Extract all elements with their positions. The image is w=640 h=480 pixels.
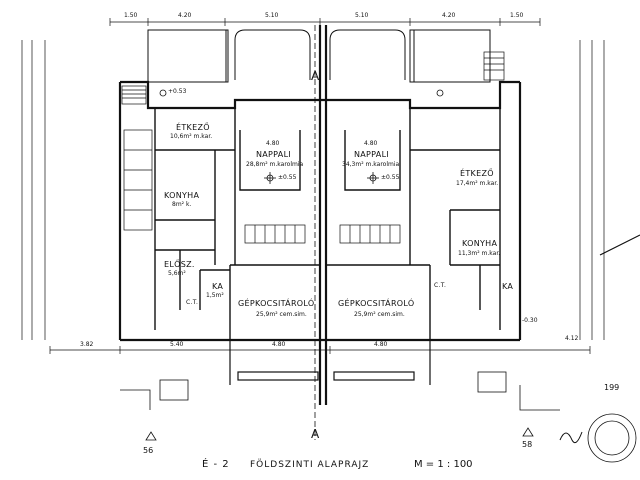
room-area-dining-left: 10,6m² m.kar. [170, 133, 213, 140]
room-name-living-right: NAPPALI [354, 150, 389, 159]
stairs [121, 51, 505, 244]
room-name-bath-right: KA [502, 282, 514, 291]
sheet-code: É - 2 [202, 459, 230, 470]
room-area-garage-right: 25,9m² cem.sim. [354, 311, 405, 318]
lot-marker-right [522, 427, 534, 437]
dim-top-left-2: 4.20 [178, 12, 192, 19]
room-area-living-left: 28,8m² m.karolmia [246, 161, 304, 168]
dim-top-left-1: 1.50 [124, 12, 138, 19]
garage-doors [229, 340, 431, 385]
interior-walls-right [326, 108, 501, 340]
signature [559, 431, 583, 444]
level-markers [159, 89, 444, 184]
room-name-storage-right: C.T. [434, 282, 447, 289]
dim-top-right-2: 1.50 [510, 12, 524, 19]
lot-number-left: 56 [143, 446, 154, 455]
room-name-dining-right: ÉTKEZŐ [460, 169, 494, 178]
dim-top-right: 4.20 [442, 12, 456, 19]
interior-walls-left [154, 108, 320, 340]
room-area-kitchen-left: 8m² k. [172, 201, 192, 208]
room-name-storage-left: C.T. [186, 299, 199, 306]
room-name-living-left: NAPPALI [256, 150, 291, 159]
dim-bottom-garage-right: 4.80 [374, 341, 388, 348]
approval-stamp [587, 413, 637, 463]
section-marker-bottom: A [311, 427, 320, 441]
room-name-garage-right: GÉPKOCSITÁROLÓ [338, 299, 415, 308]
room-name-hall-left: ELŐSZ. [164, 260, 195, 269]
outer-walls [118, 25, 522, 405]
level-garage: -0.30 [522, 317, 538, 324]
room-name-kitchen-left: KONYHA [164, 191, 200, 200]
room-area-kitchen-right: 11,3m² m.kar. [458, 250, 501, 257]
level-left: ±0.55 [278, 174, 297, 181]
room-name-dining-left: ÉTKEZŐ [176, 123, 210, 132]
drawing-scale: M = 1 : 100 [414, 459, 473, 470]
dim-bottom-mid-left: 5.40 [170, 341, 184, 348]
level-right: ±0.55 [381, 174, 400, 181]
terrace-outline [147, 29, 491, 83]
room-area-living-right: 34,3m² m.karolmia [342, 161, 400, 168]
room-area-hall-left: 5,6m² [168, 270, 186, 277]
dim-top-center-left: 5.10 [265, 12, 279, 19]
dim-living-right-width: 4.80 [364, 140, 378, 147]
room-name-kitchen-right: KONYHA [462, 239, 498, 248]
room-area-garage-left: 25,9m² cem.sim. [256, 311, 307, 318]
stamp-year: 199 [604, 383, 620, 392]
dim-living-left-width: 4.80 [266, 140, 280, 147]
section-marker-top: A [311, 69, 320, 83]
room-area-dining-right: 17,4m² m.kar. [456, 180, 499, 187]
dim-top-center-right: 5.10 [355, 12, 369, 19]
room-area-bath-left: 1,5m² [206, 292, 224, 299]
drawing-title: FÖLDSZINTI ALAPRAJZ [250, 460, 370, 470]
lot-marker-left [145, 431, 157, 441]
room-name-garage-left: GÉPKOCSITÁROLÓ [238, 299, 315, 308]
dim-bottom-garage-left: 4.80 [272, 341, 286, 348]
level-upper: +0.53 [168, 88, 187, 95]
entrance-steps [120, 371, 560, 411]
dim-bottom-right: 4.12 [565, 335, 579, 342]
dim-bottom-left: 3.82 [80, 341, 94, 348]
room-name-bath-left: KA [212, 282, 224, 291]
lot-number-right: 58 [522, 440, 533, 449]
